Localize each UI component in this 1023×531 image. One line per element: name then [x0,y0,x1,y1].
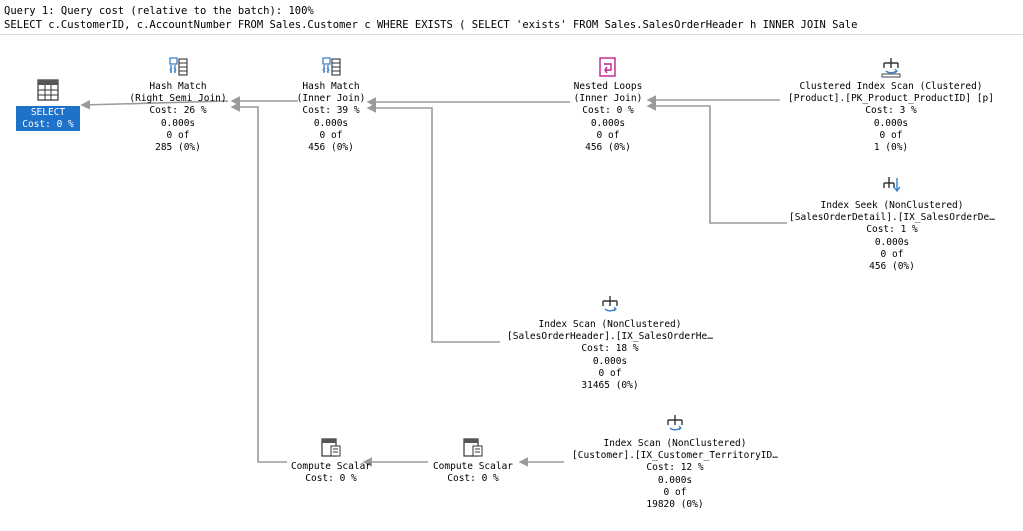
nested-loops-icon [599,57,616,77]
results-grid-icon [37,79,59,101]
op-estimate: 31465 (0%) [581,380,639,392]
query-cost-line: Query 1: Query cost (relative to the bat… [4,5,314,17]
op-time: 0.000s [873,117,909,129]
op-cost: Cost: 3 % [865,105,917,117]
arrow-seek-to-nested [646,101,787,224]
op-rows: 0 of [663,486,687,498]
op-name: Index Scan (NonClustered) [603,438,747,449]
op-name: Compute Scalar [290,461,372,472]
op-time: 0.000s [874,236,910,248]
op-rows: 0 of [598,367,622,379]
hash-match-icon [169,57,188,76]
op-cost: Cost: 0 % [305,473,357,485]
arrow-compute1-to-hashsemi [230,102,287,463]
op-detail: (Right Semi Join) [129,93,227,105]
clustered-index-scan-icon [881,58,901,78]
op-rows: 0 of [880,248,904,260]
select-label-block[interactable]: SELECT Cost: 0 % [16,106,80,131]
query-header: Query 1: Query cost (relative to the bat… [4,4,1023,32]
op-time: 0.000s [592,355,628,367]
arrow-hashsemi-to-select [80,99,229,110]
op-time: 0.000s [313,117,349,129]
op-cost: Cost: 26 % [149,105,207,117]
op-name: Index Seek (NonClustered) [820,200,964,211]
op-time: 0.000s [590,117,626,129]
op-cost: Cost: 0 % [582,105,634,117]
arrow-scansoh-to-hashinner [366,103,500,343]
compute-scalar-icon [321,438,341,457]
compute-scalar-operator-2[interactable]: Compute Scalar Cost: 0 % [428,436,518,485]
index-scan-salesorderheader-operator[interactable]: Index Scan (NonClustered) [SalesOrderHea… [500,294,720,392]
op-name: Nested Loops [573,81,643,92]
op-estimate: 456 (0%) [585,142,631,154]
compute-scalar-operator-1[interactable]: Compute Scalar Cost: 0 % [286,436,376,485]
op-name: Hash Match [149,81,207,92]
op-cost: Cost: 0 % [447,473,499,485]
index-seek-operator[interactable]: Index Seek (NonClustered) [SalesOrderDet… [786,175,998,273]
index-scan-icon [667,415,683,431]
op-detail: [Customer].[IX_Customer_TerritoryID… [572,450,778,462]
op-estimate: 456 (0%) [869,261,915,273]
op-name: Clustered Index Scan (Clustered) [799,81,983,92]
clustered-index-scan-operator[interactable]: Clustered Index Scan (Clustered) [Produc… [780,56,1002,154]
op-name: Compute Scalar [432,461,514,472]
op-estimate: 1 (0%) [873,142,909,154]
op-rows: 0 of [596,129,620,141]
index-seek-icon [883,177,901,193]
op-cost: Cost: 39 % [302,105,360,117]
op-name: Hash Match [302,81,360,92]
select-operator[interactable]: SELECT Cost: 0 % [16,78,80,131]
query-sql-text: SELECT c.CustomerID, c.AccountNumber FRO… [4,19,858,31]
select-cost: Cost: 0 % [22,118,74,130]
op-detail: [SalesOrderHeader].[IX_SalesOrderHe… [507,331,713,343]
op-name: Index Scan (NonClustered) [538,319,682,330]
op-estimate: 285 (0%) [155,142,201,154]
index-scan-icon [602,296,618,312]
compute-scalar-icon [463,438,483,457]
hash-match-icon [322,57,341,76]
op-rows: 0 of [166,129,190,141]
op-estimate: 456 (0%) [308,142,354,154]
op-cost: Cost: 1 % [866,224,918,236]
op-detail: (Inner Join) [573,93,643,105]
op-detail: (Inner Join) [296,93,366,105]
nested-loops-operator[interactable]: Nested Loops (Inner Join) Cost: 0 % 0.00… [570,56,646,154]
op-estimate: 19820 (0%) [646,499,704,511]
op-detail: [SalesOrderDetail].[IX_SalesOrderDe… [789,212,995,224]
op-rows: 0 of [879,129,903,141]
index-scan-customer-operator[interactable]: Index Scan (NonClustered) [Customer].[IX… [564,413,786,511]
header-divider [0,34,1023,35]
op-cost: Cost: 18 % [581,343,639,355]
select-name: SELECT [30,107,66,118]
op-time: 0.000s [657,474,693,486]
op-cost: Cost: 12 % [646,462,704,474]
op-detail: [Product].[PK_Product_ProductID] [p] [788,93,994,105]
hash-match-inner-operator[interactable]: Hash Match (Inner Join) Cost: 39 % 0.000… [296,56,366,154]
op-rows: 0 of [319,129,343,141]
hash-match-semi-operator[interactable]: Hash Match (Right Semi Join) Cost: 26 % … [122,56,234,154]
op-time: 0.000s [160,117,196,129]
